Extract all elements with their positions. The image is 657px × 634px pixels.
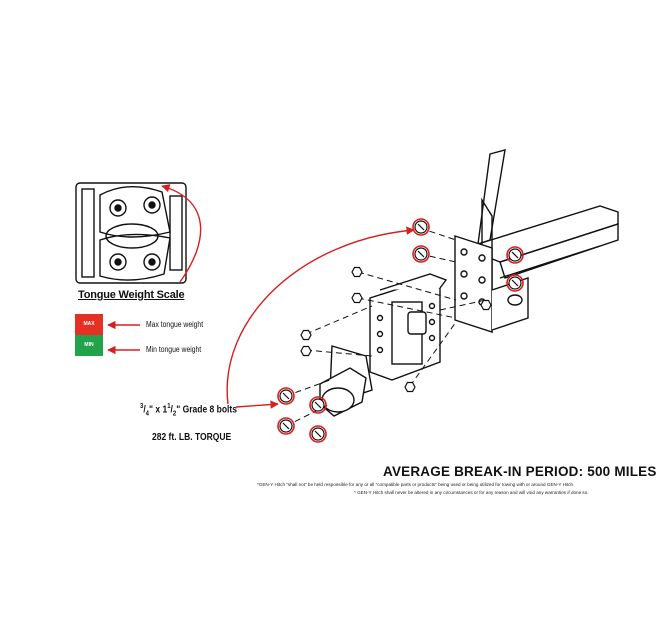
bolt-spec: 3/4" x 11/2" Grade 8 bolts <box>140 403 237 418</box>
receiver-block <box>369 273 448 381</box>
tongue-weight-gauge: MAX MIN <box>75 314 103 356</box>
torque-spec: 282 ft. LB. TORQUE <box>152 432 232 443</box>
bolts-and-nuts <box>279 220 522 441</box>
max-badge: MAX <box>75 314 103 335</box>
ball-mount-shank <box>319 345 373 417</box>
disclaimer-line-1: *GEN-Y Hitch "shall not" be held respons… <box>257 482 575 487</box>
alignment-dashes <box>285 227 487 427</box>
min-weight-label: Min tongue weight <box>146 345 202 354</box>
bolt-frac2-whole: 1 <box>162 404 168 416</box>
scale-detail-drawing <box>75 182 187 284</box>
hitch-exploded-diagram <box>75 149 619 443</box>
bolt-grade: Grade 8 bolts <box>182 404 237 416</box>
break-in-heading: AVERAGE BREAK-IN PERIOD: 500 MILES <box>383 464 657 479</box>
callout-arrows <box>107 184 415 409</box>
bolt-frac2-num: 1 <box>167 403 171 410</box>
bolt-frac2-den: 2 <box>172 410 177 418</box>
scale-title: Tongue Weight Scale <box>78 289 185 301</box>
bolt-frac1-num: 3 <box>140 403 144 410</box>
max-weight-label: Max tongue weight <box>146 320 204 329</box>
min-badge: MIN <box>75 335 103 356</box>
bolt-frac1-den: 4 <box>145 410 150 418</box>
disclaimer-line-2: * GEN-Y Hitch shall never be altered in … <box>354 490 589 495</box>
